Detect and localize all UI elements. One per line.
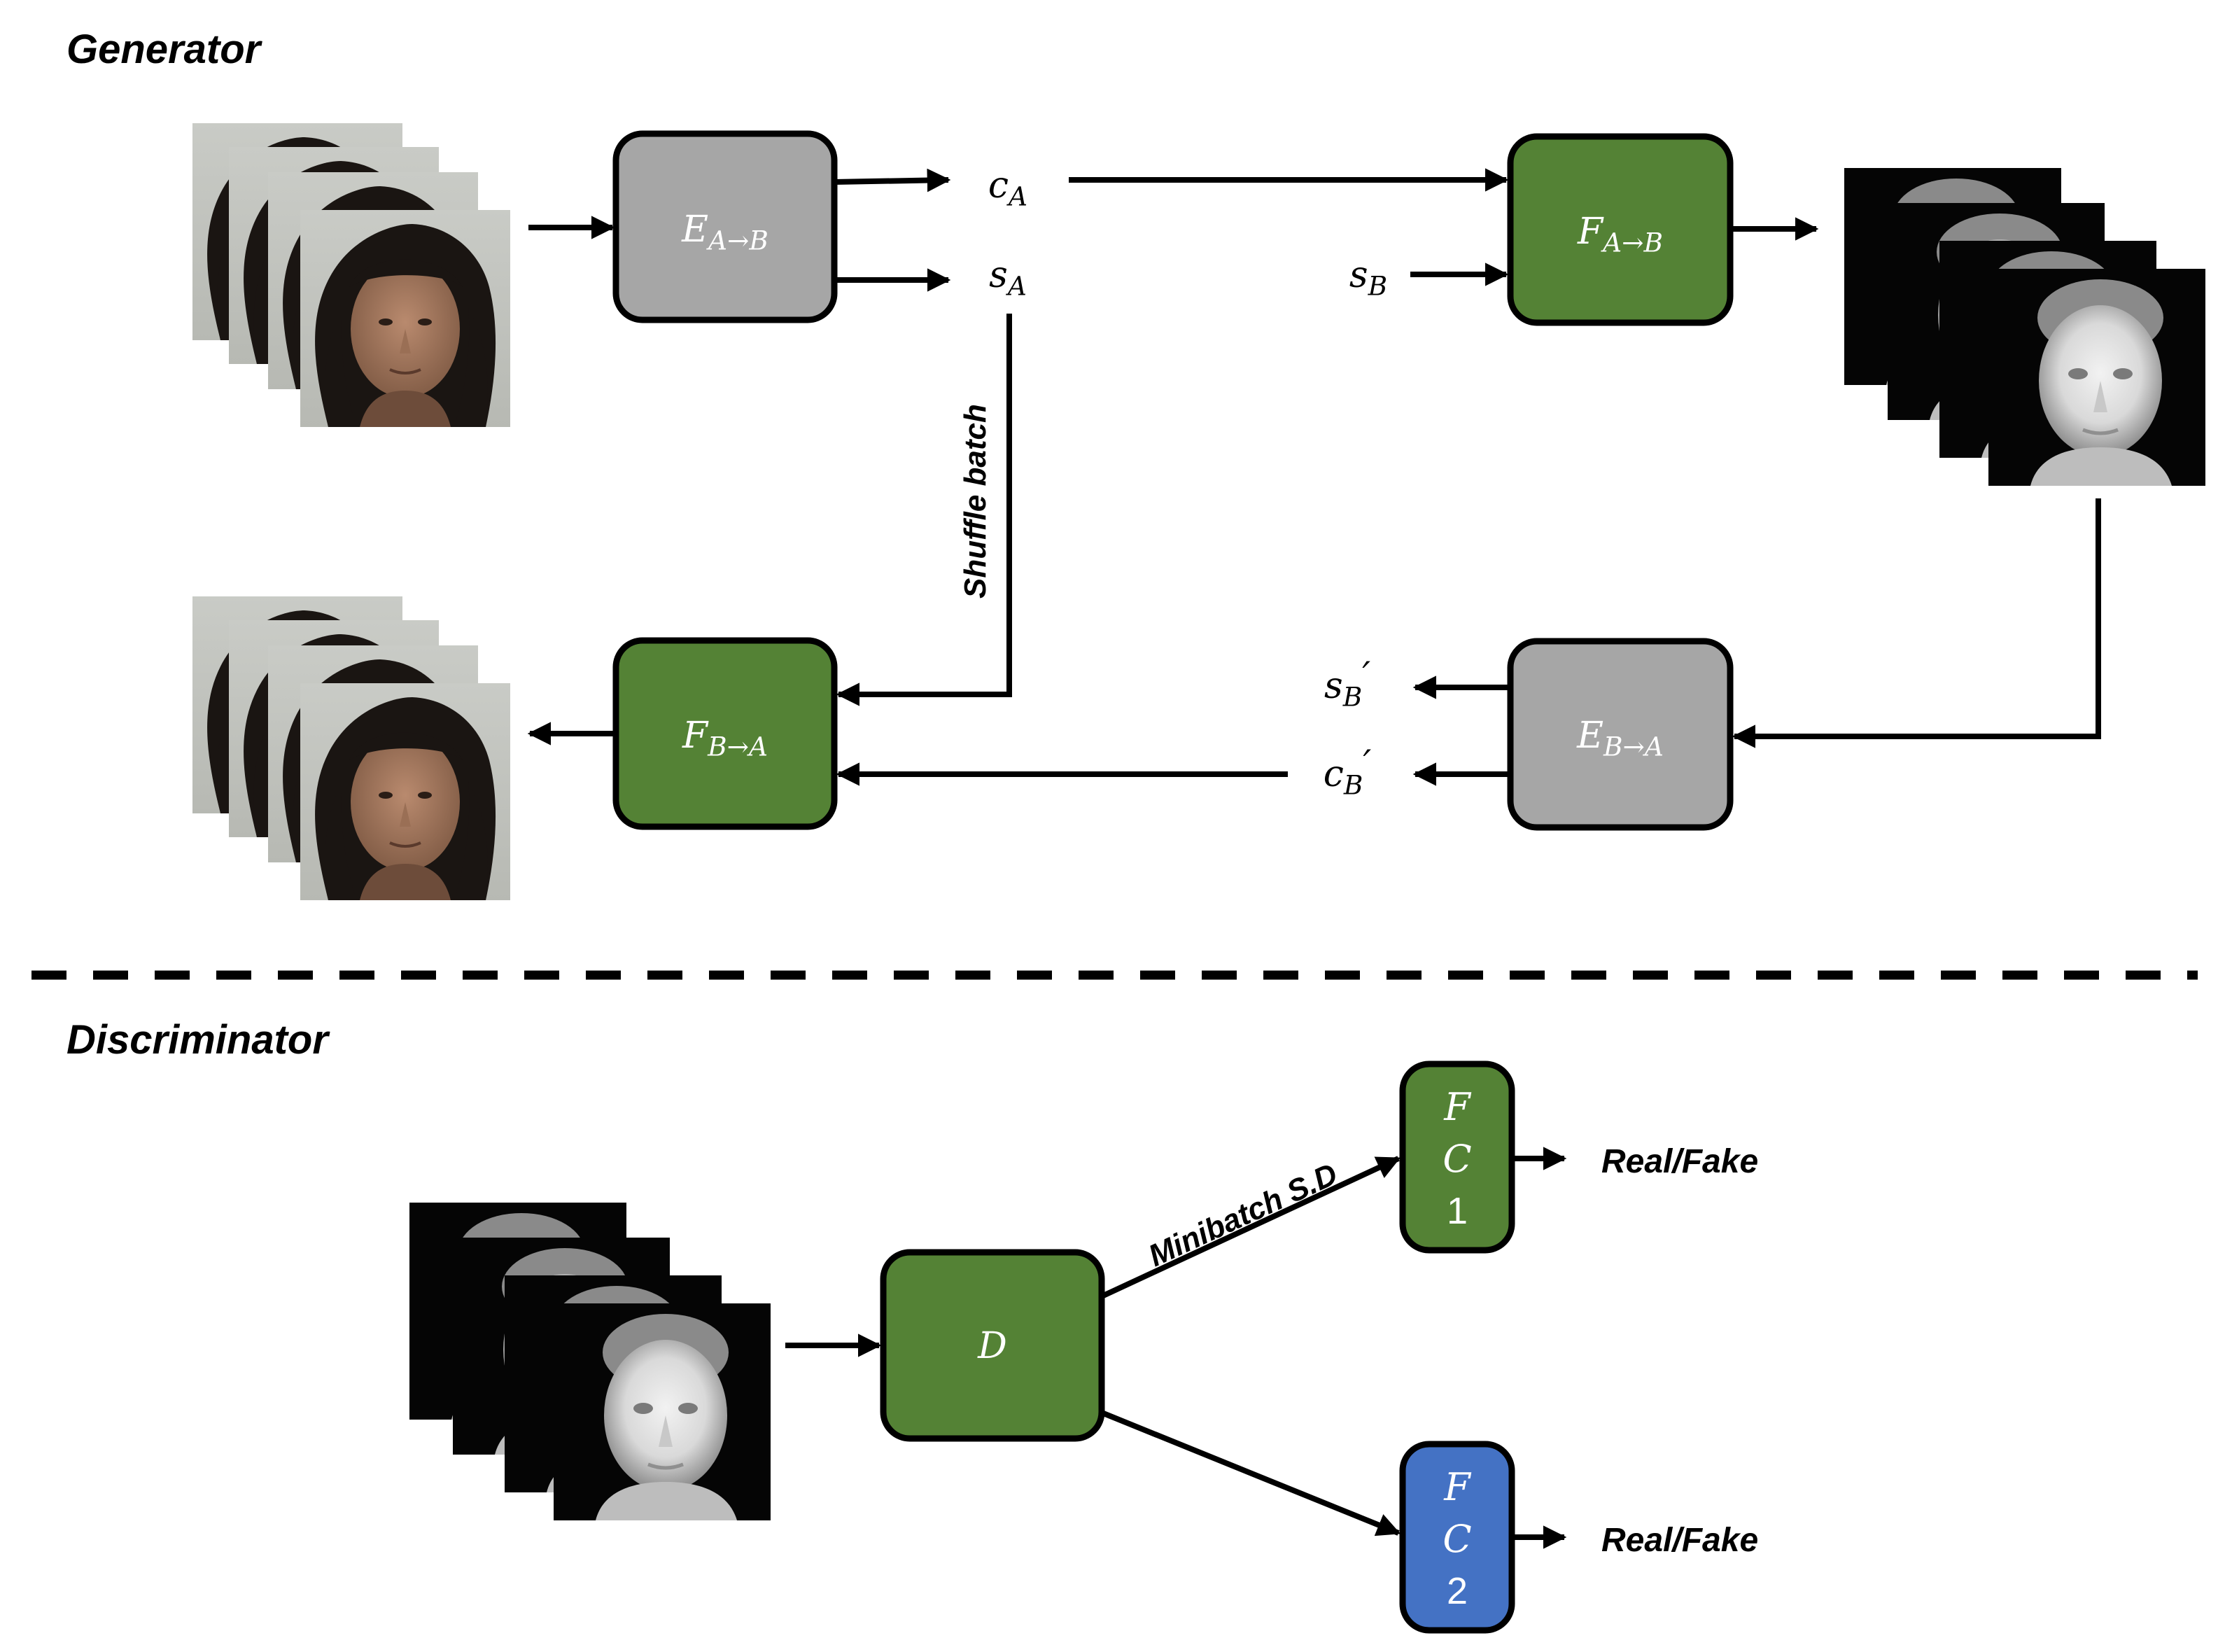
arrow-style-a-shuffle <box>836 314 1012 706</box>
content-code-b-prime-label: cB′ <box>1324 743 1372 800</box>
fc2-label-2: C <box>1443 1517 1471 1561</box>
generator-title: Generator <box>66 27 263 72</box>
fc1-label-1: F <box>1443 1085 1472 1129</box>
decoder-b-to-a-label: FB→A <box>682 715 768 762</box>
fc1-label-2: C <box>1443 1137 1471 1181</box>
encoder-a-to-b-label: EA→B <box>681 209 768 255</box>
fc2-output-label: Real/Fake <box>1601 1522 1758 1559</box>
shuffle-batch-label: Shuffle batch <box>958 404 992 598</box>
discriminator-title: Discriminator <box>66 1017 330 1063</box>
decoder-a-to-b-label: FA→B <box>1577 211 1663 258</box>
generated-thermal-faces-image-4 <box>1988 269 2205 486</box>
minibatch-sd-label: Minibatch S.D <box>1144 1157 1343 1274</box>
arrow-d-to-fc2 <box>1100 1410 1401 1536</box>
encoder-b-to-a-label: EB→A <box>1576 715 1664 762</box>
arrow-encoder-to-content-a <box>834 168 951 192</box>
fc2-label-3: 2 <box>1447 1570 1468 1612</box>
reconstructed-visible-faces <box>191 595 512 902</box>
arrow-thermal-to-encoder-b <box>1732 498 2101 748</box>
style-code-a-label: sA <box>989 254 1027 301</box>
input-visible-faces-image-4 <box>299 209 512 428</box>
discriminator-input-thermal-faces <box>409 1203 771 1520</box>
arrow-d-to-fc1 <box>1100 1156 1401 1299</box>
style-code-b-prime-label: sB′ <box>1324 654 1370 712</box>
generated-thermal-faces <box>1844 168 2205 486</box>
discriminator-d-label: D <box>977 1325 1007 1367</box>
reconstructed-visible-faces-image-4 <box>299 682 512 902</box>
fc1-label-3: 1 <box>1447 1190 1468 1232</box>
encoder-a-to-b-box <box>612 130 838 323</box>
discriminator-input-thermal-faces-image-4 <box>554 1303 771 1520</box>
fc2-label-1: F <box>1443 1465 1472 1509</box>
content-code-a-label: cA <box>988 164 1027 211</box>
encoder-b-to-a-box <box>1507 638 1734 831</box>
input-visible-faces <box>191 122 512 428</box>
style-code-b-label: sB <box>1349 254 1387 301</box>
discriminator-d-box <box>880 1249 1105 1442</box>
fc1-output-label: Real/Fake <box>1601 1143 1758 1180</box>
